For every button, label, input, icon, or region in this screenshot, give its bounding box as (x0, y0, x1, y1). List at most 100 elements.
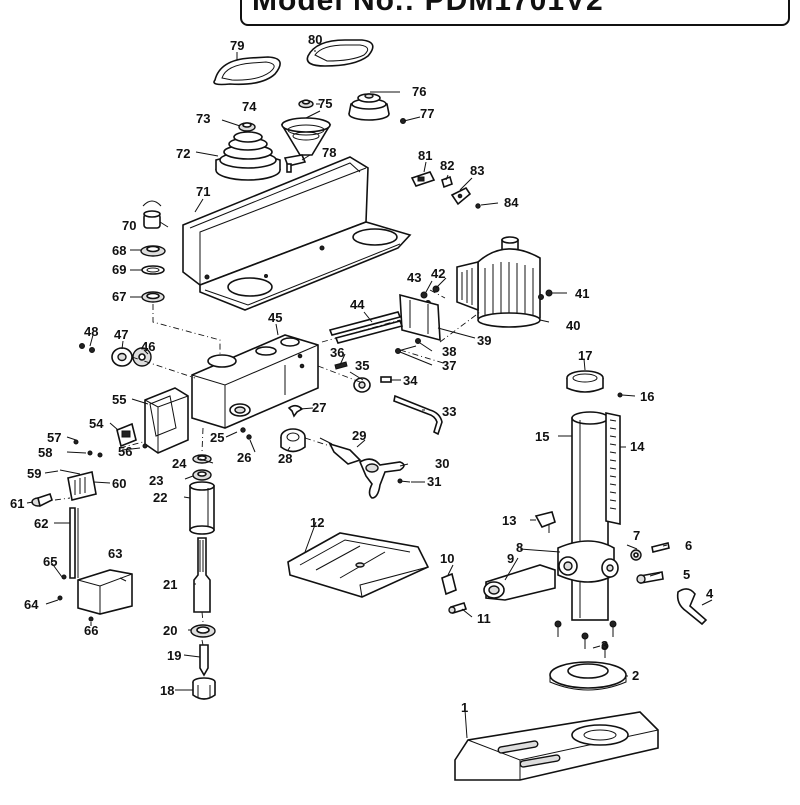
part-flange-2 (549, 661, 627, 691)
callout-2: 2 (632, 668, 639, 683)
callout-12: 12 (310, 515, 324, 530)
callout-1: 1 (461, 700, 468, 715)
part-screw-31 (397, 478, 411, 484)
part-chuck-18 (192, 677, 216, 700)
part-motor-plate-39 (399, 293, 441, 342)
callout-37: 37 (442, 358, 456, 373)
part-idler-pulley-76 (348, 93, 390, 121)
part-pointer-59 (59, 469, 81, 475)
callout-43: 43 (407, 270, 421, 285)
part-spring-cover-47 (111, 347, 133, 367)
part-screw-26 (246, 434, 252, 440)
part-crank-4 (676, 588, 708, 626)
callout-21: 21 (163, 577, 177, 592)
part-pulley-cover-71 (182, 156, 412, 311)
part-pin-34 (380, 376, 392, 383)
callout-27: 27 (312, 400, 326, 415)
callout-24: 24 (172, 456, 187, 471)
part-ring-69 (141, 265, 165, 275)
callout-62: 62 (34, 516, 48, 531)
callout-10: 10 (440, 551, 454, 566)
part-bolts-3 (554, 620, 617, 658)
part-rack-14 (605, 412, 621, 525)
callout-66: 66 (84, 623, 98, 638)
part-head-45 (191, 334, 319, 429)
part-belt-79 (213, 56, 281, 86)
part-knob-61 (31, 492, 53, 508)
part-handle-33 (393, 394, 443, 436)
part-scale-60 (67, 471, 97, 501)
callout-82: 82 (440, 158, 454, 173)
part-column-15 (571, 411, 609, 621)
part-bearing-20 (190, 624, 216, 638)
part-screw-58 (87, 450, 103, 458)
part-clamp-handle-13 (534, 511, 556, 533)
callout-3: 3 (601, 638, 608, 653)
part-knob-7 (630, 549, 642, 561)
callout-56: 56 (118, 444, 132, 459)
part-screw-16 (617, 392, 623, 398)
callout-44: 44 (350, 297, 365, 312)
part-screw-56 (142, 443, 148, 449)
callout-41: 41 (575, 286, 589, 301)
callout-63: 63 (108, 546, 122, 561)
callout-80: 80 (308, 32, 322, 47)
part-switch-81 (410, 171, 436, 187)
callout-34: 34 (403, 373, 418, 388)
part-pin-11 (448, 602, 468, 614)
assembly-guide-lines (54, 289, 481, 646)
callout-15: 15 (535, 429, 549, 444)
callout-leader-lines (26, 50, 713, 739)
part-bracket-83 (450, 186, 472, 206)
part-bearing-68 (140, 245, 166, 257)
model-title-box: Model No.: PDM1701V2 (240, 0, 790, 26)
callout-55: 55 (112, 392, 126, 407)
part-base-1 (454, 711, 659, 781)
part-rod-62 (69, 507, 79, 579)
callout-48: 48 (84, 324, 98, 339)
part-screw-65 (61, 574, 67, 580)
callout-11: 11 (477, 611, 491, 626)
callout-73: 73 (196, 111, 210, 126)
callout-61: 61 (10, 496, 24, 511)
callout-84: 84 (504, 195, 519, 210)
part-clamp-10 (441, 572, 457, 596)
callout-28: 28 (278, 451, 292, 466)
part-belt-80 (306, 39, 374, 67)
callout-77: 77 (420, 106, 434, 121)
part-quill-22 (189, 481, 215, 535)
callout-79: 79 (230, 38, 244, 53)
part-hub-30 (358, 458, 405, 499)
callout-29: 29 (352, 428, 366, 443)
part-guard-63 (77, 569, 133, 615)
model-title: Model No.: PDM1701V2 (252, 0, 604, 17)
callout-60: 60 (112, 476, 126, 491)
callout-26: 26 (237, 450, 251, 465)
part-chuck-key-29 (319, 437, 362, 465)
part-nut-73 (238, 122, 256, 132)
callout-17: 17 (578, 348, 592, 363)
callout-16: 16 (640, 389, 654, 404)
part-pinion-35 (353, 377, 371, 393)
callout-25: 25 (210, 430, 224, 445)
callout-6: 6 (685, 538, 692, 553)
callout-13: 13 (502, 513, 516, 528)
callout-31: 31 (427, 474, 441, 489)
callout-65: 65 (43, 554, 57, 569)
part-bearing-23 (192, 469, 212, 481)
callout-14: 14 (630, 439, 645, 454)
callout-33: 33 (442, 404, 456, 419)
part-collar-17 (566, 370, 604, 393)
callout-54: 54 (89, 416, 104, 431)
part-switch-box-55 (144, 387, 189, 454)
callout-9: 9 (507, 551, 514, 566)
part-bolt-5 (636, 571, 664, 584)
part-screw-25 (240, 427, 246, 433)
part-switch-54 (116, 422, 137, 448)
callout-40: 40 (566, 318, 580, 333)
callout-71: 71 (196, 184, 210, 199)
part-screw-64 (57, 595, 63, 601)
part-spindle-21 (193, 537, 211, 613)
part-pin-6 (651, 542, 670, 553)
